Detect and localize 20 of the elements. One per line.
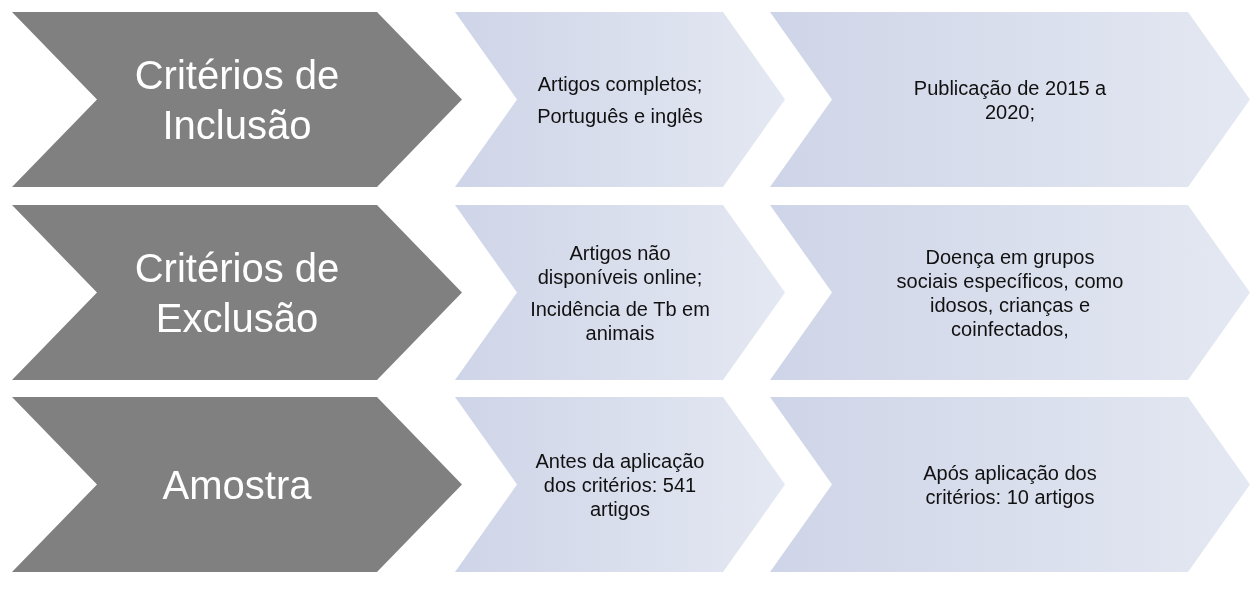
section-heading: Critérios de Exclusão xyxy=(133,244,341,342)
criterion-text: Artigos não disponíveis online; xyxy=(536,240,704,289)
section-heading-panel xyxy=(12,397,462,572)
criteria-panel xyxy=(455,205,785,380)
section-heading: Critérios de Inclusão xyxy=(133,51,341,149)
section-heading-panel xyxy=(12,205,462,380)
criteria-panel xyxy=(770,12,1250,187)
criterion-text: Artigos completos; xyxy=(537,71,703,96)
criterion-text: Incidência de Tb em animais xyxy=(529,296,711,345)
criterion-text: Após aplicação dos critérios: 10 artigos xyxy=(922,460,1098,509)
section-heading: Amostra xyxy=(162,461,312,509)
criteria-panel xyxy=(455,12,785,187)
criteria-panel xyxy=(455,397,785,572)
criterion-text: Português e inglês xyxy=(537,103,703,128)
criteria-panel xyxy=(770,205,1250,380)
section-heading-panel xyxy=(12,12,462,187)
criterion-text: Doença em grupos sociais específicos, como idosos, crianças e coinfectados, xyxy=(895,244,1125,341)
criterion-text: Antes da aplicação dos critérios: 541 artigos xyxy=(534,448,706,521)
criteria-panel xyxy=(770,397,1250,572)
criterion-text: Publicação de 2015 a 2020; xyxy=(912,75,1108,124)
